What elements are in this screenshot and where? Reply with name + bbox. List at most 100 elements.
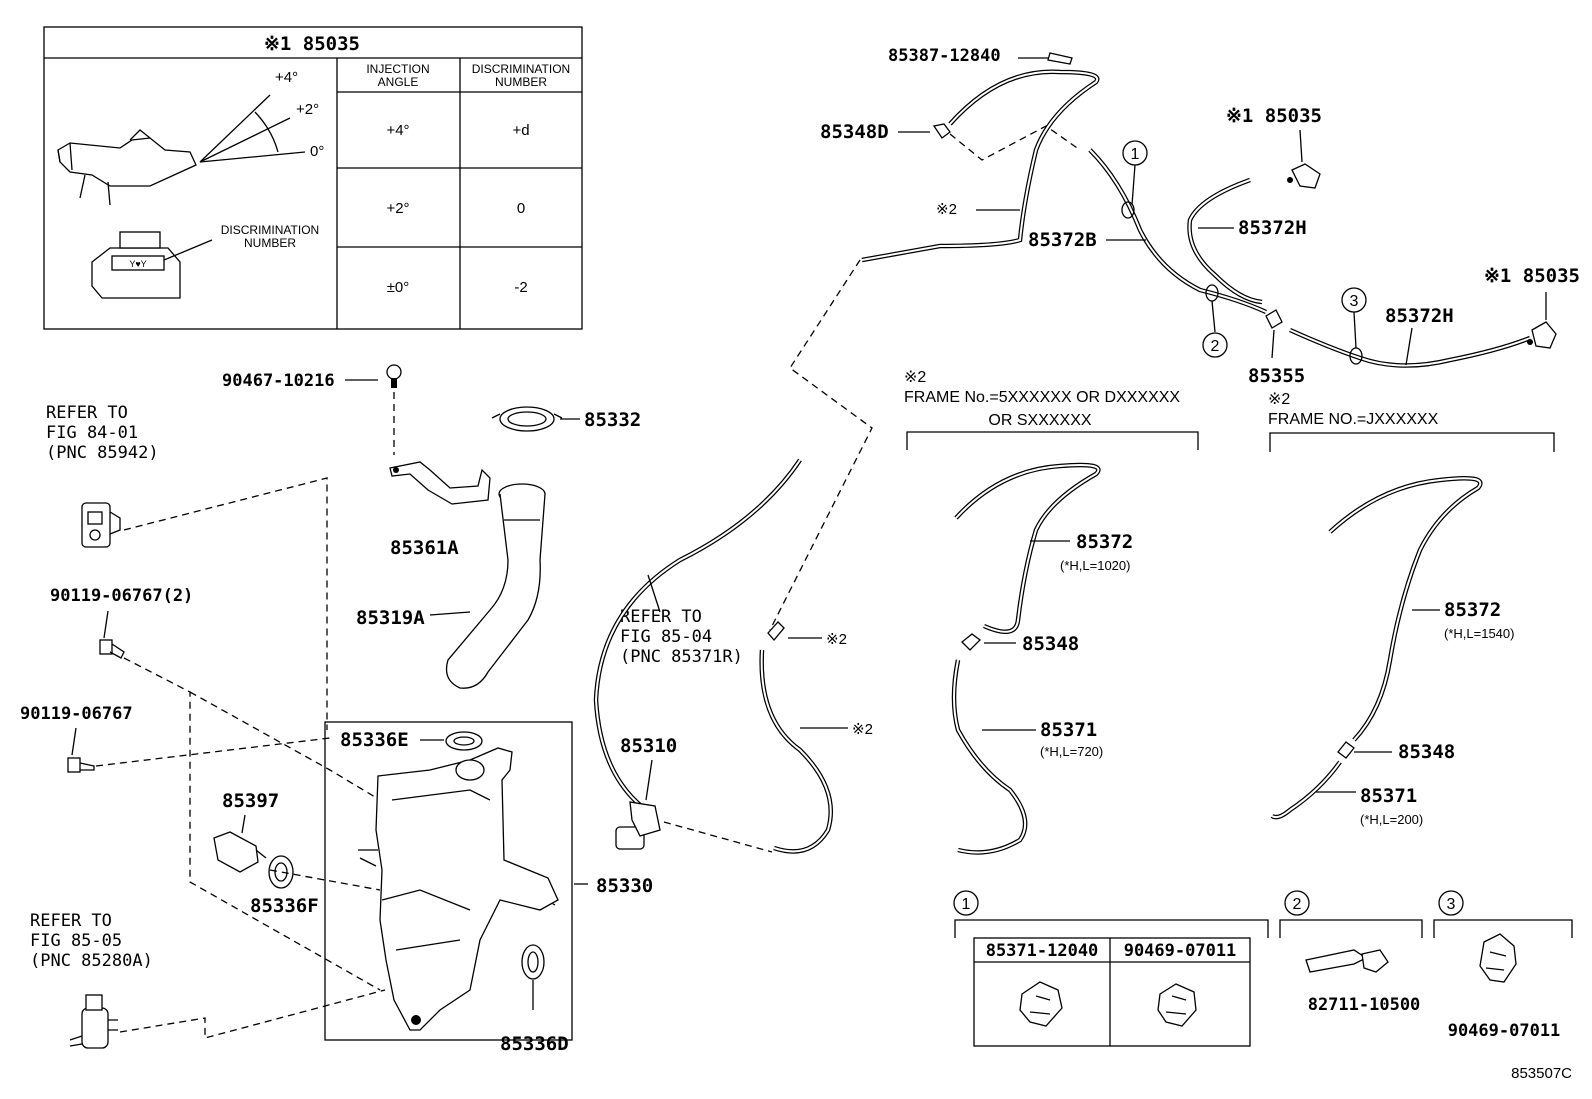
frame2-line1: FRAME NO.=JXXXXXX	[1268, 411, 1439, 428]
clip-85371-12040[interactable]: 85371-12040	[986, 941, 1099, 961]
label-85336D[interactable]: 85336D	[500, 1033, 569, 1055]
hose-main-top	[861, 69, 1100, 263]
refer-block-85-05[interactable]: REFER TO FIG 85-05 (PNC 85280A)	[30, 911, 153, 971]
nozzle-angle-table: ※1 85035 INJECTION ANGLE DISCRIMINATION …	[43, 26, 583, 330]
circle-1-bottom: 1	[962, 896, 971, 913]
label-85397[interactable]: 85397	[222, 790, 279, 812]
label-90467-10216[interactable]: 90467-10216	[222, 371, 335, 391]
clip-section-1: 1 85371-12040 90469-07011	[953, 890, 1269, 1047]
label-85035-top[interactable]: ※1 85035	[1226, 105, 1322, 127]
row1-number: +d	[512, 122, 529, 139]
joint-85348D	[932, 123, 951, 139]
table-title: ※1 85035	[264, 33, 360, 55]
clip-section-2: 2 82711-10500	[1279, 890, 1423, 1015]
nozzle-sketch: +4° +2° 0° Y♥Y DISCRIMINATION NUMBER	[57, 69, 324, 299]
label-85319A[interactable]: 85319A	[356, 607, 425, 629]
grommet-85336E	[445, 731, 483, 751]
clip-icon-a	[1019, 981, 1063, 1027]
refer-block-85-04[interactable]: REFER TO FIG 85-04 (PNC 85371R)	[620, 607, 743, 667]
hose-85371-b	[1270, 760, 1342, 820]
mark-2-a: ※2	[826, 631, 847, 648]
label-85330[interactable]: 85330	[596, 875, 653, 897]
header-number: NUMBER	[495, 75, 547, 89]
clip-icon-b	[1157, 983, 1197, 1027]
frame1-line1: FRAME No.=5XXXXXX OR DXXXXXX	[904, 389, 1180, 406]
circle-1-top: 1	[1121, 140, 1148, 219]
joint-85355	[1265, 309, 1283, 329]
nozzle-85035-top	[1287, 163, 1321, 189]
label-85371-a[interactable]: 85371	[1040, 719, 1097, 741]
pump-85310	[615, 801, 661, 850]
label-85332[interactable]: 85332	[584, 409, 641, 431]
mark-2-c: ※2	[936, 201, 957, 218]
label-90119-06767-2[interactable]: 90119-06767(2)	[50, 586, 193, 606]
label-85355[interactable]: 85355	[1248, 365, 1305, 387]
connector-icon	[767, 621, 785, 642]
label-85387-12840[interactable]: 85387-12840	[888, 46, 1001, 66]
mark-2-b: ※2	[852, 721, 873, 738]
clip-90469-07011-a[interactable]: 90469-07011	[1124, 941, 1237, 961]
joint-85348-b	[1337, 741, 1355, 759]
disc-mark: Y♥Y	[129, 259, 146, 269]
washer-tank-85330	[358, 747, 559, 1031]
circle-2-label: 2	[1211, 338, 1220, 355]
header-angle: ANGLE	[378, 75, 419, 89]
joint-85348-a	[961, 633, 981, 651]
note-85371-a: (*H,L=720)	[1040, 744, 1103, 759]
circle-1-label: 1	[1131, 146, 1140, 163]
label-85372B[interactable]: 85372B	[1028, 229, 1097, 251]
row2-number: 0	[517, 200, 525, 217]
disc-label-1: DISCRIMINATION	[221, 223, 319, 237]
refer-block-84-01[interactable]: REFER TO FIG 84-01 (PNC 85942)	[46, 403, 159, 463]
ref3-line1[interactable]: REFER TO	[620, 607, 702, 627]
inlet-85319A	[445, 483, 546, 689]
label-85372H-lower[interactable]: 85372H	[1385, 305, 1454, 327]
row3-number: -2	[514, 279, 527, 296]
row2-angle: +2°	[386, 200, 409, 217]
circle-2-bottom: 2	[1293, 896, 1302, 913]
ref2-line3[interactable]: (PNC 85280A)	[30, 951, 153, 971]
circle-3-bottom: 3	[1447, 896, 1456, 913]
label-85372-b[interactable]: 85372	[1444, 599, 1501, 621]
frame2-mark: ※2	[1268, 391, 1290, 408]
ref2-line2[interactable]: FIG 85-05	[30, 931, 122, 951]
frame1-mark: ※2	[904, 369, 926, 386]
hose-85371-a	[951, 659, 1028, 855]
hose-85371R	[593, 458, 802, 807]
figure-id: 853507C	[1511, 1065, 1572, 1082]
ref3-line3[interactable]: (PNC 85371R)	[620, 647, 743, 667]
header-discrimination: DISCRIMINATION	[472, 62, 570, 76]
label-85348D[interactable]: 85348D	[820, 121, 889, 143]
angle-plus4: +4°	[275, 69, 298, 86]
label-85361A[interactable]: 85361A	[390, 537, 459, 559]
level-sensor-part	[81, 502, 121, 548]
nozzle-85035-right	[1527, 321, 1557, 349]
hose-85372H-lower	[1289, 327, 1531, 368]
ref1-line2[interactable]: FIG 84-01	[46, 423, 138, 443]
pump-85397	[213, 814, 267, 873]
header-injection: INJECTION	[366, 62, 429, 76]
ref1-line3[interactable]: (PNC 85942)	[46, 443, 159, 463]
clip-90469-07011-b[interactable]: 90469-07011	[1448, 1021, 1561, 1041]
hose-mark2	[759, 649, 833, 854]
circle-3-label: 3	[1350, 293, 1359, 310]
label-85371-b[interactable]: 85371	[1360, 785, 1417, 807]
note-85372-b: (*H,L=1540)	[1444, 626, 1514, 641]
label-85310[interactable]: 85310	[620, 735, 677, 757]
label-85372-a[interactable]: 85372	[1076, 531, 1133, 553]
ref3-line2[interactable]: FIG 85-04	[620, 627, 712, 647]
circle-3-top: 3	[1341, 287, 1367, 365]
ref2-line1[interactable]: REFER TO	[30, 911, 112, 931]
cap-85332	[491, 406, 563, 432]
ref1-line1[interactable]: REFER TO	[46, 403, 128, 423]
label-85336F[interactable]: 85336F	[250, 895, 319, 917]
label-85348-a[interactable]: 85348	[1022, 633, 1079, 655]
clip-icon-82711	[1305, 949, 1389, 973]
label-85336E[interactable]: 85336E	[340, 729, 409, 751]
label-85372H-upper[interactable]: 85372H	[1238, 217, 1307, 239]
label-90119-06767[interactable]: 90119-06767	[20, 704, 133, 724]
clip-82711-10500[interactable]: 82711-10500	[1308, 995, 1421, 1015]
label-85348-b[interactable]: 85348	[1398, 741, 1455, 763]
label-85035-right[interactable]: ※1 85035	[1484, 265, 1580, 287]
bolt-icon-2	[67, 757, 95, 773]
